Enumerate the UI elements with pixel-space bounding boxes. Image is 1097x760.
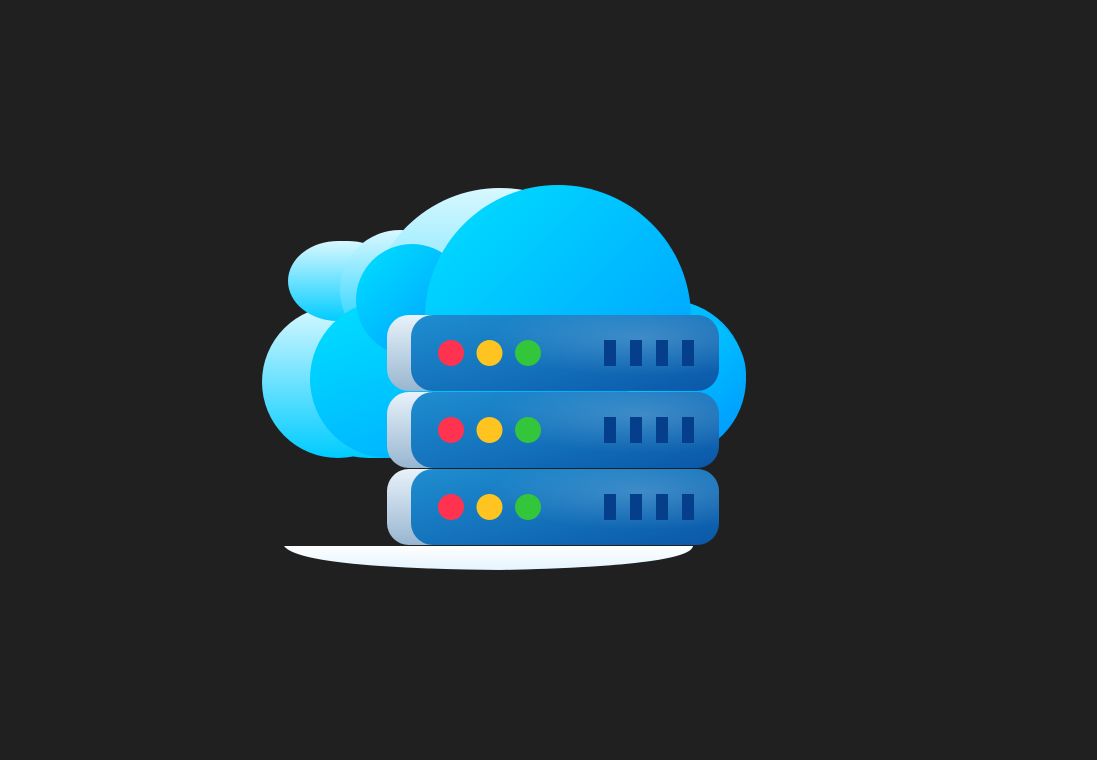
server-unit bbox=[387, 469, 719, 545]
drive-slot bbox=[656, 340, 668, 366]
drive-slot bbox=[656, 494, 668, 520]
yellow-status-light bbox=[476, 494, 503, 520]
ground-shadow bbox=[284, 546, 693, 570]
drive-slot bbox=[604, 340, 616, 366]
server-unit-highlight bbox=[411, 392, 719, 468]
drive-slot bbox=[630, 417, 642, 443]
server-unit bbox=[387, 392, 719, 468]
drive-slot bbox=[682, 417, 694, 443]
server-unit-highlight bbox=[411, 469, 719, 545]
green-status-light bbox=[515, 340, 541, 366]
drive-slot bbox=[604, 494, 616, 520]
drive-slot bbox=[630, 340, 642, 366]
server-unit bbox=[387, 315, 719, 391]
server-rack-icon bbox=[387, 315, 719, 545]
green-status-light bbox=[515, 494, 541, 520]
drive-slot bbox=[604, 417, 616, 443]
drive-slot bbox=[682, 340, 694, 366]
drive-slot bbox=[630, 494, 642, 520]
drive-slot bbox=[656, 417, 668, 443]
green-status-light bbox=[515, 417, 541, 443]
drive-slot bbox=[682, 494, 694, 520]
red-status-light bbox=[438, 340, 464, 366]
red-status-light bbox=[438, 417, 464, 443]
red-status-light bbox=[438, 494, 464, 520]
yellow-status-light bbox=[476, 340, 503, 366]
yellow-status-light bbox=[476, 417, 503, 443]
server-unit-highlight bbox=[411, 315, 719, 391]
